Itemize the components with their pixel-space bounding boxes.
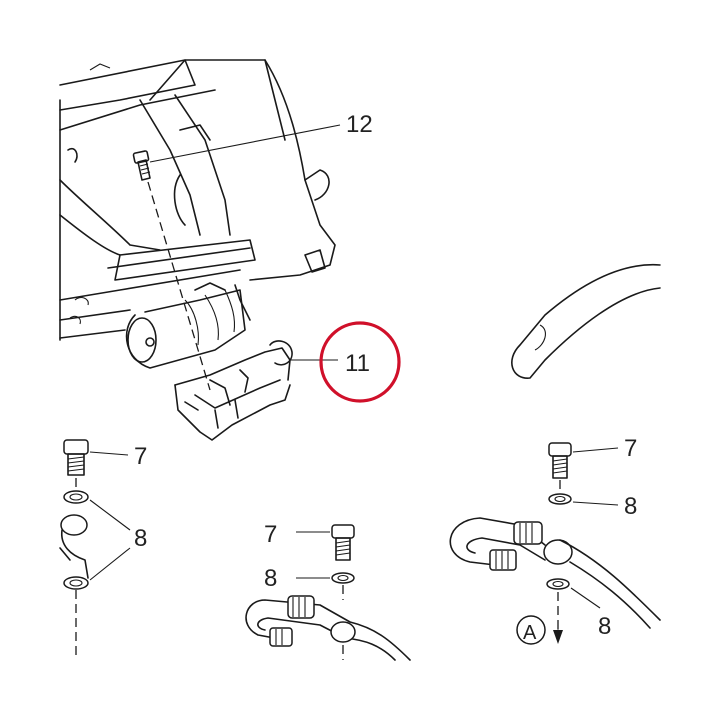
leader-12 — [149, 124, 341, 163]
left-bolt-group: 7 8 — [59, 439, 147, 660]
bracket-11: 11 — [174, 321, 401, 441]
callout-mid-8: 8 — [264, 565, 277, 592]
callout-right-8-bottom: 8 — [598, 613, 611, 640]
brake-lever — [511, 263, 661, 379]
middle-bolt-group: 7 8 — [245, 521, 411, 661]
callout-mid-7: 7 — [264, 521, 277, 548]
callout-12: 12 — [346, 111, 373, 138]
callout-left-7: 7 — [134, 443, 147, 470]
callout-right-8-top: 8 — [624, 493, 637, 520]
switch-housing-assembly — [59, 59, 336, 369]
screw-12: 12 — [132, 111, 373, 391]
callout-left-8: 8 — [134, 525, 147, 552]
callout-right-7: 7 — [624, 435, 637, 462]
view-a-marker — [516, 615, 546, 645]
callout-view-a: A — [523, 622, 537, 644]
callout-11: 11 — [345, 350, 370, 377]
right-bolt-group: 7 8 8 A — [449, 435, 661, 645]
highlight-circle — [319, 321, 401, 403]
